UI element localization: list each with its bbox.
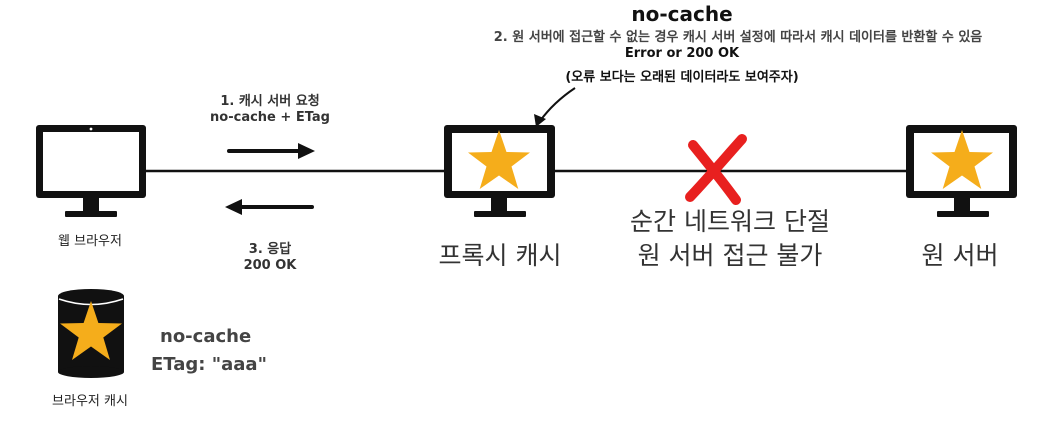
origin-monitor-icon <box>906 125 1017 217</box>
cache-info-line-2: ETag: "aaa" <box>151 354 267 375</box>
request-label-1: 1. 캐시 서버 요청 <box>220 94 320 109</box>
origin-star-icon <box>931 130 993 189</box>
proxy-label: 프록시 캐시 <box>438 241 562 270</box>
disconnect-label-1: 순간 네트워크 단절 <box>630 207 830 236</box>
origin-label: 원 서버 <box>921 241 999 270</box>
note-line-2: Error or 200 OK <box>624 46 740 61</box>
cache-info-line-1: no-cache <box>160 326 252 347</box>
request-label-2: no-cache + ETag <box>210 110 330 125</box>
note-line-1: 2. 원 서버에 접근할 수 없는 경우 캐시 서버 설정에 따라서 캐시 데이… <box>493 30 983 45</box>
browser-label: 웹 브라우저 <box>58 234 122 249</box>
response-arrow-icon <box>225 199 314 215</box>
browser-cache-label: 브라우저 캐시 <box>52 394 128 409</box>
request-arrow-icon <box>227 143 315 159</box>
response-label-1: 3. 응답 <box>248 242 292 257</box>
browser-cache-star-icon <box>60 301 122 360</box>
diagram-title: no-cache <box>631 2 733 26</box>
proxy-star-icon <box>468 130 530 189</box>
proxy-monitor-icon <box>444 125 555 217</box>
disconnect-cross-icon <box>685 134 747 205</box>
browser-monitor-icon <box>36 125 146 217</box>
note-line-3: (오류 보다는 오래된 데이터라도 보여주자) <box>565 70 799 85</box>
pointer-arrow-icon <box>534 87 576 127</box>
response-label-2: 200 OK <box>243 258 297 273</box>
disconnect-label-2: 원 서버 접근 불가 <box>637 241 823 270</box>
browser-cache-icon <box>58 289 124 378</box>
